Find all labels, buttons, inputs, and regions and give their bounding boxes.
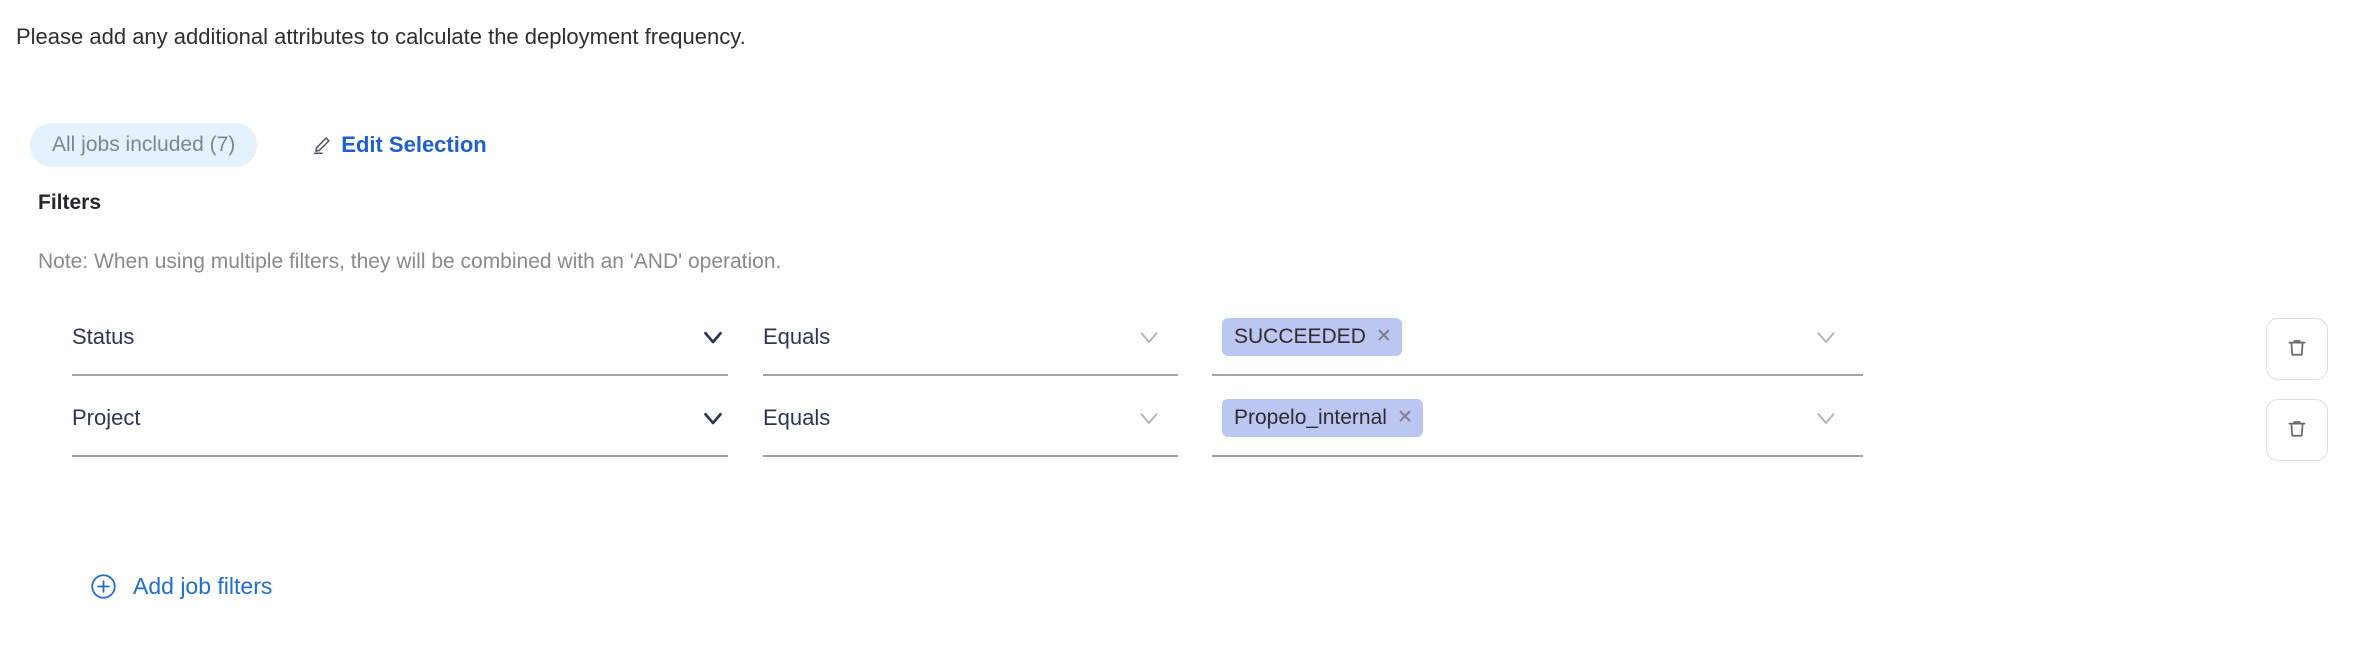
filter-operator-value: Equals xyxy=(763,405,831,430)
chevron-down-icon xyxy=(1134,403,1164,433)
filter-row: Project Equals Propelo_internal ✕ xyxy=(0,381,2376,461)
chevron-down-icon xyxy=(1811,403,1841,433)
filter-value-chip[interactable]: Propelo_internal ✕ xyxy=(1222,399,1423,437)
page-instruction: Please add any additional attributes to … xyxy=(16,24,746,49)
filter-value-select[interactable]: Propelo_internal ✕ xyxy=(1212,381,1863,457)
all-jobs-included-badge: All jobs included (7) xyxy=(30,123,258,167)
delete-filter-button[interactable] xyxy=(2266,318,2328,380)
filter-operator-select[interactable]: Equals xyxy=(763,300,1178,376)
chevron-down-icon xyxy=(698,322,728,352)
edit-selection-label: Edit Selection xyxy=(341,132,487,157)
filter-row: Status Equals SUCCEEDED ✕ xyxy=(0,300,2376,380)
filter-attribute-value: Project xyxy=(72,405,141,430)
filter-operator-value: Equals xyxy=(763,324,831,349)
close-icon[interactable]: ✕ xyxy=(1396,407,1413,428)
pencil-icon xyxy=(311,134,333,156)
selection-summary-row: All jobs included (7) Edit Selection xyxy=(30,123,487,167)
filters-note: Note: When using multiple filters, they … xyxy=(38,250,782,273)
chevron-down-icon xyxy=(698,403,728,433)
filters-heading: Filters xyxy=(38,191,102,214)
filter-attribute-select[interactable]: Status xyxy=(72,300,728,376)
circle-plus-icon xyxy=(90,573,117,600)
filter-attribute-value: Status xyxy=(72,324,135,349)
filter-attribute-select[interactable]: Project xyxy=(72,381,728,457)
filter-value-select[interactable]: SUCCEEDED ✕ xyxy=(1212,300,1863,376)
close-icon[interactable]: ✕ xyxy=(1375,326,1392,347)
add-job-filters-label: Add job filters xyxy=(133,573,273,599)
edit-selection-button[interactable]: Edit Selection xyxy=(311,132,487,157)
add-job-filters-button[interactable]: Add job filters xyxy=(90,573,272,600)
trash-icon xyxy=(2284,416,2310,445)
filter-value-chip-label: Propelo_internal xyxy=(1234,406,1387,429)
chevron-down-icon xyxy=(1134,322,1164,352)
chevron-down-icon xyxy=(1811,322,1841,352)
filter-value-chip[interactable]: SUCCEEDED ✕ xyxy=(1222,318,1402,356)
filter-operator-select[interactable]: Equals xyxy=(763,381,1178,457)
trash-icon xyxy=(2284,335,2310,364)
filter-value-chip-label: SUCCEEDED xyxy=(1234,325,1366,348)
delete-filter-button[interactable] xyxy=(2266,399,2328,461)
